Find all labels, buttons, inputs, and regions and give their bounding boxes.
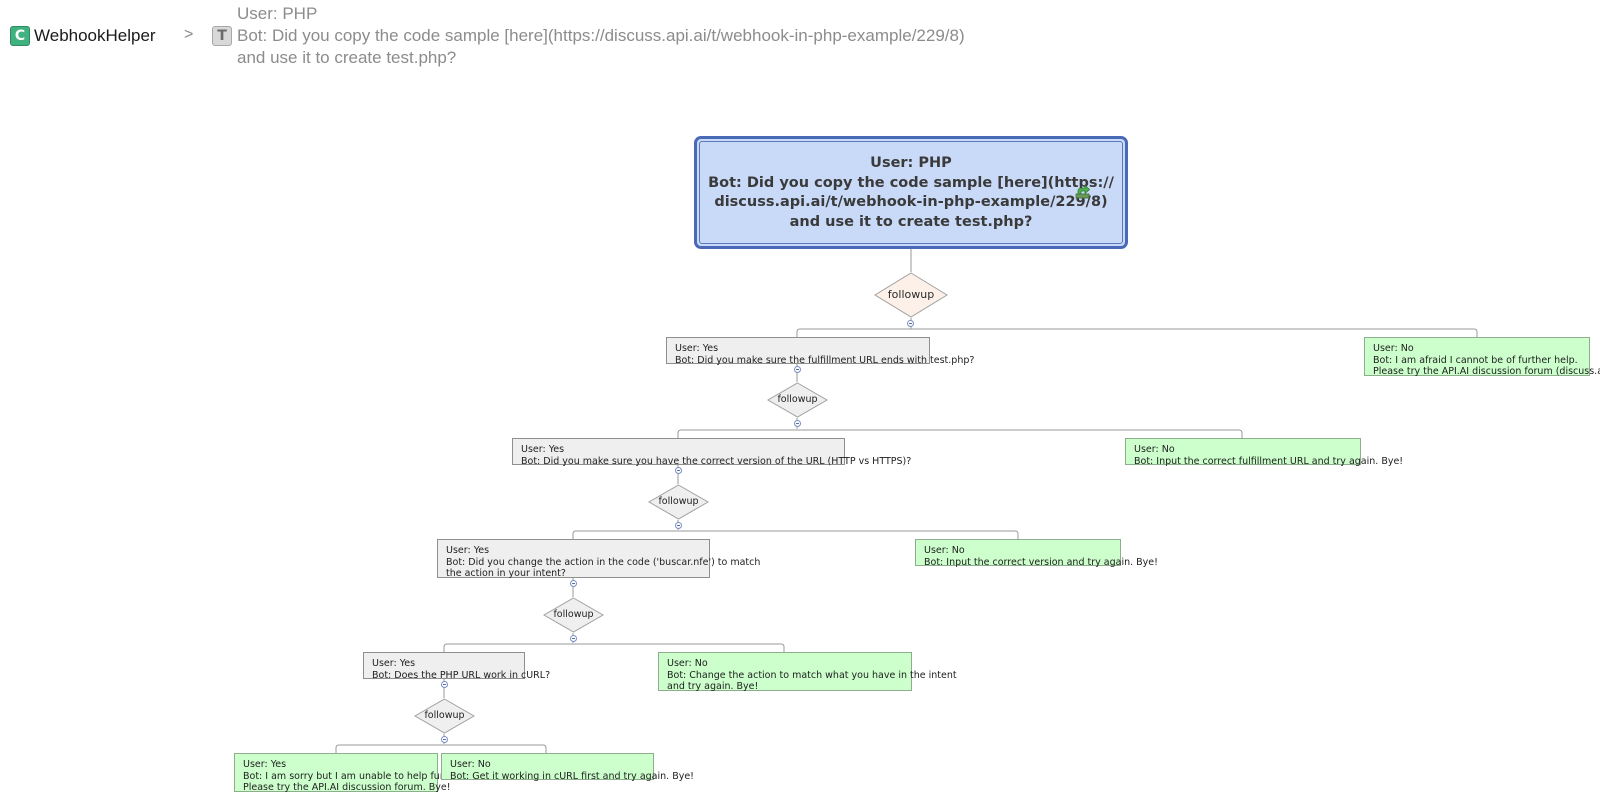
- node-line: Please try the API.AI discussion forum. …: [243, 782, 451, 793]
- collapse-toggle[interactable]: [907, 320, 914, 327]
- node-line: User: Yes: [675, 343, 719, 354]
- node-line: Bot: I am sorry but I am unable to help …: [243, 770, 466, 782]
- topic-t-icon: T: [212, 26, 232, 46]
- node-line: Bot: Input the correct version and try a…: [924, 556, 1158, 568]
- decision-diamond-shape: [414, 698, 475, 734]
- breadcrumb-bar: C WebhookHelper > T User: PHP Bot: Did y…: [0, 0, 1600, 80]
- collapse-toggle[interactable]: [794, 420, 801, 427]
- decision-diamond-shape: [648, 484, 709, 520]
- breadcrumb-intent[interactable]: User: PHP Bot: Did you copy the code sam…: [237, 3, 965, 69]
- decision-label: followup: [658, 496, 699, 507]
- breadcrumb-separator: >: [184, 26, 194, 43]
- node-line: the action in your intent?: [446, 568, 566, 579]
- decision-diamond-shape: [874, 272, 948, 318]
- node-line: User: Yes: [243, 759, 287, 770]
- decision-label: followup: [887, 288, 935, 301]
- node-line: Bot: Input the correct fulfillment URL a…: [1134, 455, 1404, 467]
- collapse-toggle[interactable]: [794, 366, 801, 373]
- collapse-toggle[interactable]: [570, 580, 577, 587]
- decision-label: followup: [777, 394, 818, 405]
- node-line: User: No: [1134, 444, 1175, 455]
- node-line: User: No: [450, 759, 491, 770]
- collapse-toggle[interactable]: [441, 736, 448, 743]
- connector: [443, 643, 785, 652]
- decision-diamond-shape: [543, 597, 604, 633]
- followup-decision[interactable]: followup: [543, 597, 604, 633]
- decision-label: followup: [424, 710, 465, 721]
- root-intent-line: and use it to create test.php?: [789, 213, 1033, 230]
- response-node-yes[interactable]: User: Yes Bot: I am sorry but I am unabl…: [234, 753, 466, 793]
- breadcrumb-intent-line: Bot: Did you copy the code sample [here]…: [237, 26, 965, 45]
- response-node-yes[interactable]: User: Yes Bot: Does the PHP URL work in …: [363, 652, 551, 681]
- root-intent-line: discuss.api.ai/t/webhook-in-php-example/…: [714, 194, 1108, 210]
- node-line: and try again. Bye!: [667, 681, 759, 692]
- node-line: User: No: [667, 658, 708, 669]
- followup-decision[interactable]: followup: [414, 698, 475, 734]
- node-line: User: Yes: [446, 545, 490, 556]
- node-line: Bot: Get it working in cURL first and tr…: [450, 770, 694, 782]
- node-line: Bot: I am afraid I cannot be of further …: [1373, 354, 1578, 366]
- response-node-yes[interactable]: User: Yes Bot: Did you make sure you hav…: [512, 438, 912, 467]
- root-intent-line: User: PHP: [870, 155, 952, 171]
- response-node-no[interactable]: User: No Bot: Get it working in cURL fir…: [441, 753, 694, 782]
- node-line: Please try the API.AI discussion forum (…: [1373, 366, 1600, 377]
- connector: [335, 744, 547, 753]
- node-line: Bot: Did you change the action in the co…: [446, 556, 761, 568]
- root-intent-line: Bot: Did you copy the code sample [here]…: [708, 174, 1114, 191]
- response-node-no[interactable]: User: No Bot: Input the correct version …: [915, 539, 1158, 568]
- decision-label: followup: [553, 609, 594, 620]
- connector: [572, 530, 1019, 539]
- root-intent-node[interactable]: User: PHP Bot: Did you copy the code sam…: [694, 136, 1128, 249]
- connector: [796, 328, 1478, 337]
- response-node-no[interactable]: User: No Bot: Change the action to match…: [658, 652, 957, 692]
- node-line: Bot: Did you make sure you have the corr…: [521, 455, 912, 467]
- node-line: User: Yes: [521, 444, 565, 455]
- response-node-yes[interactable]: User: Yes Bot: Did you change the action…: [437, 539, 761, 579]
- collapse-toggle[interactable]: [675, 467, 682, 474]
- node-line: Bot: Change the action to match what you…: [667, 669, 957, 681]
- collapse-toggle[interactable]: [441, 681, 448, 688]
- connector: [677, 429, 1243, 438]
- root-intent-inner-border: [699, 141, 1123, 244]
- node-line: Bot: Does the PHP URL work in cURL?: [372, 669, 551, 681]
- decision-diamond-shape: [767, 382, 828, 418]
- class-c-icon: C: [10, 26, 30, 46]
- node-line: Bot: Did you make sure the fulfillment U…: [675, 354, 975, 366]
- collapse-toggle[interactable]: [675, 522, 682, 529]
- breadcrumb-root[interactable]: C WebhookHelper: [10, 24, 156, 48]
- breadcrumb-intent-line: and use it to create test.php?: [237, 48, 457, 67]
- node-line: User: No: [1373, 343, 1414, 354]
- followup-decision[interactable]: followup: [648, 484, 709, 520]
- response-node-yes[interactable]: User: Yes Bot: Did you make sure the ful…: [666, 337, 975, 366]
- breadcrumb-intent-line: User: PHP: [237, 4, 318, 23]
- followup-decision[interactable]: followup: [874, 272, 948, 318]
- followup-decision[interactable]: followup: [767, 382, 828, 418]
- export-arrow-icon[interactable]: [1075, 184, 1091, 200]
- node-line: User: Yes: [372, 658, 416, 669]
- response-node-no[interactable]: User: No Bot: I am afraid I cannot be of…: [1364, 337, 1600, 377]
- response-node-no[interactable]: User: No Bot: Input the correct fulfillm…: [1125, 438, 1404, 467]
- root-intent-text: User: PHP Bot: Did you copy the code sam…: [697, 154, 1125, 232]
- breadcrumb-root-label: WebhookHelper: [34, 26, 156, 45]
- node-line: User: No: [924, 545, 965, 556]
- collapse-toggle[interactable]: [570, 635, 577, 642]
